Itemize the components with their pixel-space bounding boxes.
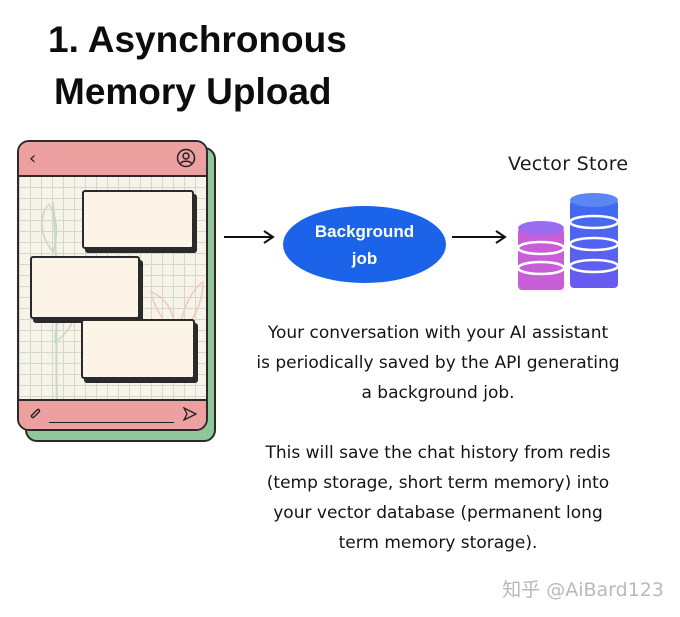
send-icon[interactable] <box>183 407 197 421</box>
arrow-to-store <box>452 230 507 244</box>
chat-bubble <box>82 190 194 249</box>
chat-bubble <box>30 256 140 319</box>
desc-line: your vector database (permanent long <box>273 503 603 523</box>
background-job-node: Background job <box>283 206 446 283</box>
desc-line: term memory storage). <box>338 533 538 553</box>
watermark: 知乎 @AiBard123 <box>502 579 664 601</box>
phone-bottom-bar <box>19 399 206 429</box>
vector-store-label: Vector Store <box>508 153 629 175</box>
page-title: 1. Asynchronous Memory Upload <box>48 14 408 118</box>
title-line-1: 1. Asynchronous <box>48 19 347 60</box>
message-input[interactable] <box>49 421 174 423</box>
desc-line: a background job. <box>361 383 515 403</box>
background-job-label-2: job <box>351 248 378 268</box>
phone-top-bar: ‹ <box>19 142 206 177</box>
user-icon[interactable] <box>176 148 196 168</box>
title-line-2: Memory Upload <box>54 71 332 112</box>
back-icon[interactable]: ‹ <box>29 148 37 169</box>
arrow-to-job <box>224 230 275 244</box>
background-job-label-1: Background <box>314 221 415 241</box>
desc-line: is periodically saved by the API generat… <box>256 353 620 373</box>
desc-line: Your conversation with your AI assistant <box>267 323 609 343</box>
paperclip-icon[interactable] <box>28 407 42 421</box>
description-text: Your conversation with your AI assistant… <box>222 318 654 558</box>
desc-line: This will save the chat history from red… <box>265 443 611 463</box>
database-stack-icon <box>516 193 620 290</box>
chat-bubble <box>81 319 195 379</box>
desc-line: (temp storage, short term memory) into <box>266 473 610 493</box>
